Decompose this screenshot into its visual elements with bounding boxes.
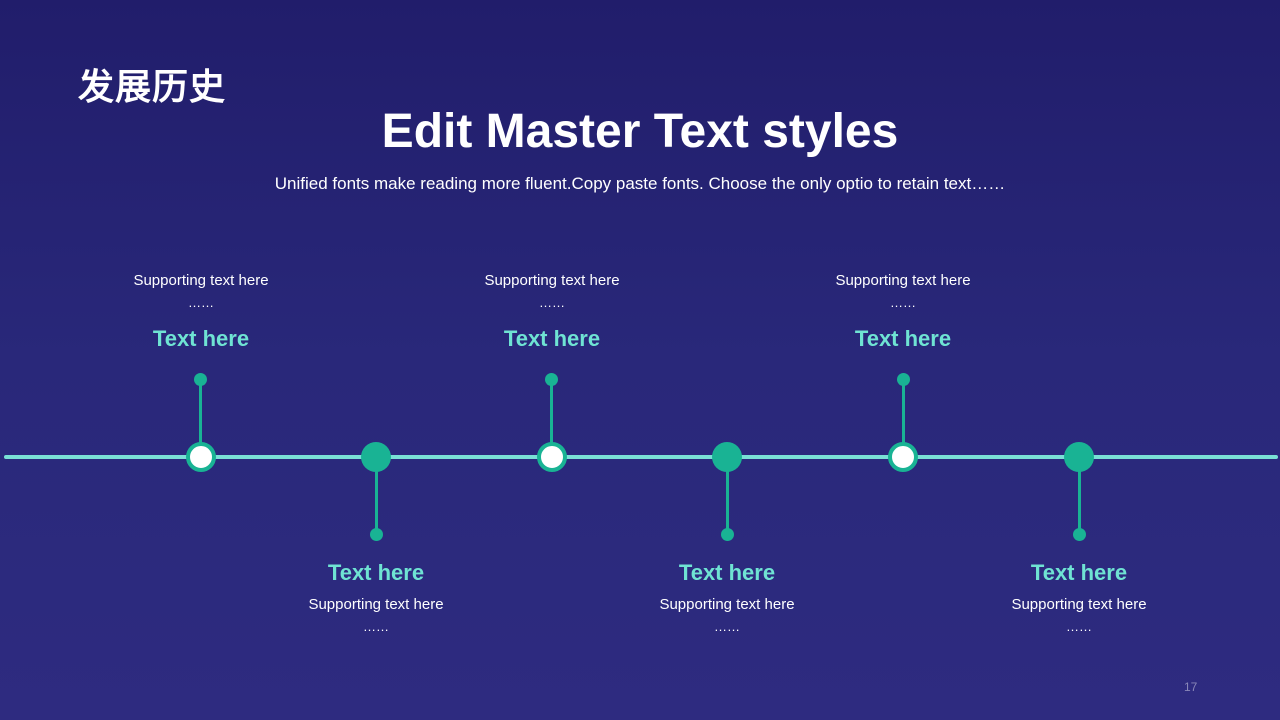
stem-dot (897, 373, 910, 386)
item-heading: Text here (503, 326, 601, 351)
slide-subtitle: Unified fonts make reading more fluent.C… (274, 174, 1006, 193)
supporting-text: Supporting text here (659, 596, 795, 613)
ellipsis: …… (1066, 619, 1092, 634)
timeline-axis (4, 455, 1278, 459)
item-heading: Text here (152, 326, 250, 351)
item-heading: Text here (327, 560, 425, 585)
stem-line (199, 382, 202, 444)
supporting-text: Supporting text here (133, 272, 269, 289)
stem-dot (1073, 528, 1086, 541)
ellipsis: …… (890, 295, 916, 310)
stem-dot (545, 373, 558, 386)
supporting-text: Supporting text here (484, 272, 620, 289)
timeline-label-1: Supporting text here …… Text here (81, 272, 321, 352)
supporting-text: Supporting text here (308, 596, 444, 613)
timeline-node-hollow (186, 442, 216, 472)
stem-line (902, 382, 905, 444)
slide-title: Edit Master Text styles (381, 105, 899, 158)
section-title: 发展历史 (78, 67, 227, 108)
ellipsis: …… (188, 295, 214, 310)
stem-line (550, 382, 553, 444)
timeline-node-hollow (537, 442, 567, 472)
stem-dot (370, 528, 383, 541)
stem-dot (721, 528, 734, 541)
ellipsis: …… (539, 295, 565, 310)
timeline-label-4: Text here Supporting text here …… (607, 560, 847, 634)
timeline-label-6: Text here Supporting text here …… (959, 560, 1199, 634)
item-heading: Text here (854, 326, 952, 351)
item-heading: Text here (1030, 560, 1128, 585)
stem-line (726, 470, 729, 532)
item-heading: Text here (678, 560, 776, 585)
stem-line (1078, 470, 1081, 532)
stem-dot (194, 373, 207, 386)
timeline-node-hollow (888, 442, 918, 472)
timeline-node-solid (361, 442, 391, 472)
supporting-text: Supporting text here (1011, 596, 1147, 613)
timeline-node-solid (1064, 442, 1094, 472)
page-number: 17 (1184, 680, 1198, 694)
ellipsis: …… (363, 619, 389, 634)
timeline-label-5: Supporting text here …… Text here (783, 272, 1023, 352)
stem-line (375, 470, 378, 532)
timeline-label-3: Supporting text here …… Text here (432, 272, 672, 352)
timeline-label-2: Text here Supporting text here …… (256, 560, 496, 634)
timeline-node-solid (712, 442, 742, 472)
ellipsis: …… (714, 619, 740, 634)
supporting-text: Supporting text here (835, 272, 971, 289)
